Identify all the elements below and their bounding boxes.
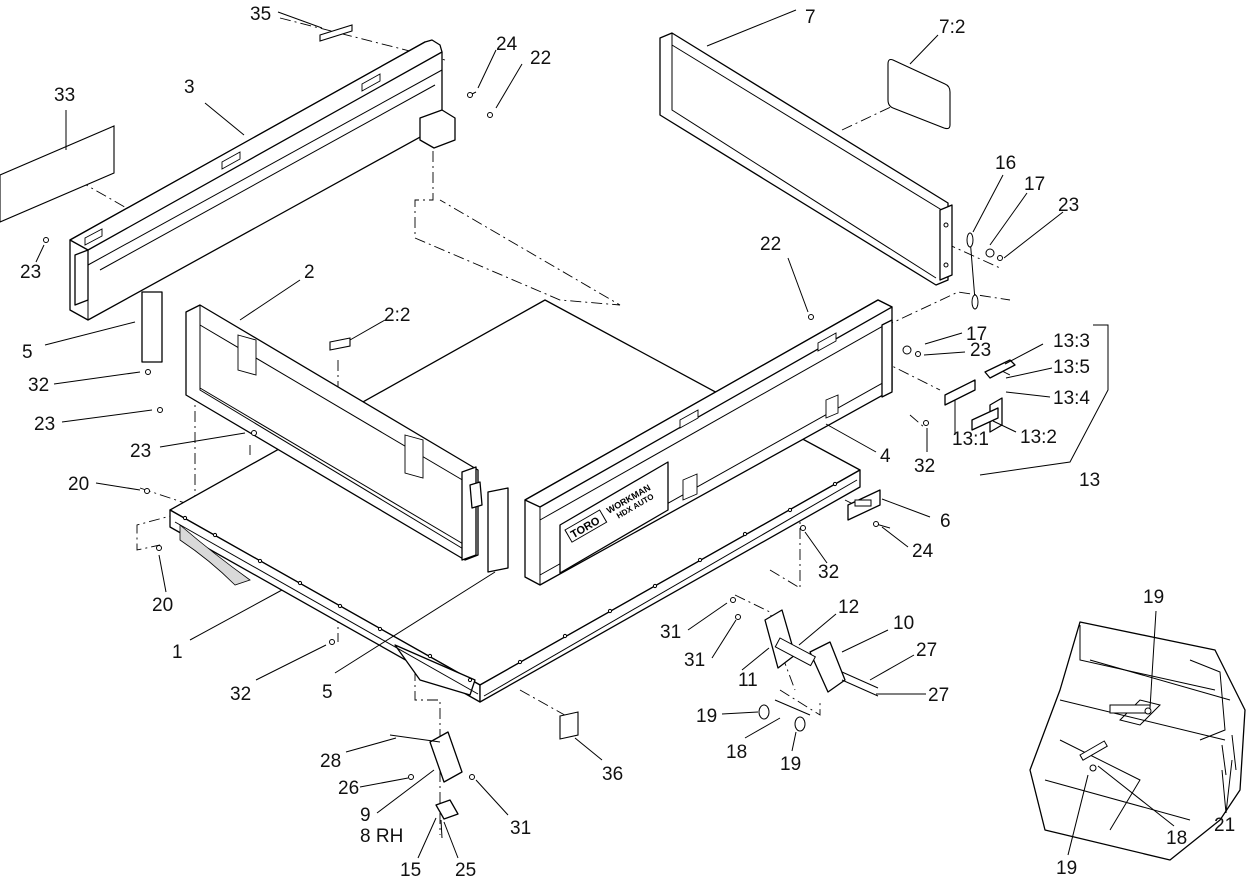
- callout-1: 1: [172, 642, 183, 663]
- bed-floor: [169, 299, 861, 703]
- rear-gate: TORO WORKMAN HDX AUTO: [524, 299, 893, 586]
- callout-32: 32: [818, 562, 839, 583]
- callout-10: 10: [893, 613, 914, 634]
- callout-19: 19: [1143, 587, 1164, 608]
- callout-5: 5: [322, 682, 333, 703]
- callout-19: 19: [780, 754, 801, 775]
- callout-28: 28: [320, 751, 341, 772]
- callout-23: 23: [20, 262, 41, 283]
- decal-33: [0, 125, 115, 223]
- left-panel: [185, 304, 483, 561]
- callout-27: 27: [916, 640, 937, 661]
- callout-12: 12: [838, 597, 859, 618]
- callout-20: 20: [68, 474, 89, 495]
- callout-32: 32: [914, 456, 935, 477]
- right-panel: [659, 32, 953, 286]
- floor-holes: [182, 481, 838, 683]
- callout-2-2: 2:2: [384, 305, 410, 326]
- callout-22: 22: [760, 234, 781, 255]
- callout-18: 18: [726, 742, 747, 763]
- callout-24: 24: [496, 34, 518, 55]
- callout-6: 6: [940, 511, 951, 532]
- toro-logo: [564, 509, 608, 543]
- callout-36: 36: [602, 764, 623, 785]
- callout-11: 11: [738, 670, 758, 691]
- callout-13-3: 13:3: [1053, 331, 1090, 352]
- decal-2-2: [329, 337, 351, 351]
- callout-17: 17: [966, 324, 987, 345]
- decal-7-2: [887, 58, 951, 130]
- callout-24: 24: [912, 541, 934, 562]
- callout-22: 22: [530, 48, 551, 69]
- hardware: [43, 91, 1016, 839]
- leader-lines: [35, 9, 1233, 859]
- callout-13-2: 13:2: [1020, 427, 1057, 448]
- callout-labels: 35 24 22 3 33 23 7 7:2 16 17 23 22 2 2:2…: [20, 4, 1235, 881]
- callout-13-5: 13:5: [1053, 357, 1090, 378]
- callout-15: 15: [400, 860, 421, 881]
- brand-plate: TORO WORKMAN HDX AUTO: [559, 461, 669, 574]
- callout-18: 18: [1166, 828, 1187, 849]
- callout-26: 26: [338, 778, 359, 799]
- callout-32: 32: [28, 375, 49, 396]
- callout-2: 2: [304, 262, 315, 283]
- callout-7-2: 7:2: [939, 17, 965, 38]
- callout-20: 20: [152, 595, 173, 616]
- callout-13-4: 13:4: [1053, 388, 1090, 409]
- callout-33: 33: [54, 85, 75, 106]
- callout-19: 19: [696, 706, 717, 727]
- decal-35: [319, 24, 353, 42]
- rear-gate-slots: [679, 332, 839, 501]
- callout-27: 27: [928, 685, 949, 706]
- callout-8-rh: 8 RH: [360, 826, 403, 847]
- left-panel-slots: [237, 334, 424, 479]
- callout-4: 4: [880, 446, 891, 467]
- callout-32: 32: [230, 684, 251, 705]
- callout-13-1: 13:1: [952, 429, 989, 450]
- callout-35: 35: [250, 4, 271, 25]
- callout-23: 23: [34, 414, 55, 435]
- callout-25: 25: [455, 860, 476, 881]
- front-panel-slots: [84, 73, 381, 246]
- callout-21: 21: [1214, 815, 1235, 836]
- decal-36: [559, 711, 579, 740]
- front-panel: [69, 39, 456, 321]
- callout-31: 31: [510, 818, 531, 839]
- callout-31: 31: [684, 650, 705, 671]
- inset-detail: [1029, 621, 1246, 861]
- callout-13: 13: [1079, 470, 1100, 491]
- callout-23: 23: [1058, 195, 1079, 216]
- callout-5: 5: [22, 342, 33, 363]
- callout-3: 3: [184, 77, 195, 98]
- callout-19: 19: [1056, 858, 1077, 879]
- callout-16: 16: [995, 153, 1016, 174]
- callout-23: 23: [970, 340, 991, 361]
- callout-23: 23: [130, 441, 151, 462]
- callout-31: 31: [660, 622, 681, 643]
- callout-17: 17: [1024, 174, 1045, 195]
- callout-9: 9: [360, 805, 371, 826]
- callout-7: 7: [805, 7, 816, 28]
